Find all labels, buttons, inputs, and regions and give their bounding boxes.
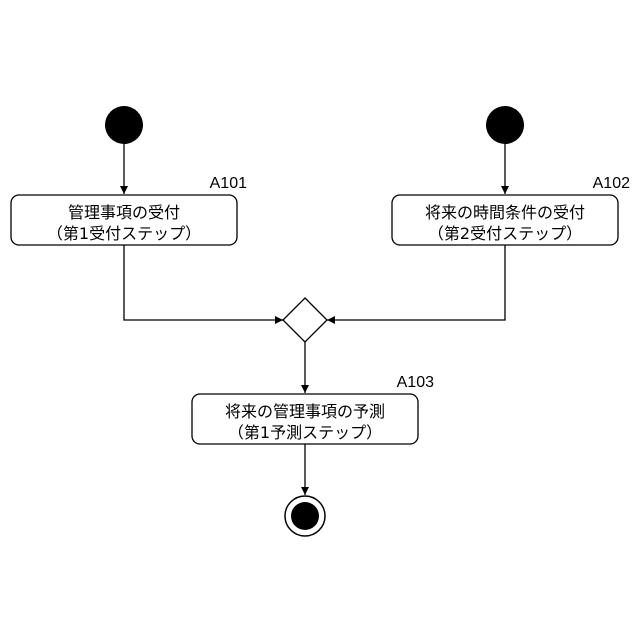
activity-a102: 将来の時間条件の受付 （第2受付ステップ） bbox=[392, 195, 618, 245]
activity-a103-ref: A103 bbox=[397, 374, 434, 391]
activity-a101: 管理事項の受付 （第1受付ステップ） bbox=[11, 195, 237, 245]
initial-node-right bbox=[486, 106, 524, 144]
activity-a103: 将来の管理事項の予測 （第1予測ステップ） bbox=[192, 394, 418, 444]
flow-a102-to-merge bbox=[327, 245, 505, 320]
initial-node-left bbox=[105, 106, 143, 144]
activity-a102-line2: （第2受付ステップ） bbox=[428, 224, 582, 243]
activity-a102-ref: A102 bbox=[593, 175, 630, 192]
flow-a101-to-merge bbox=[124, 245, 283, 320]
activity-a102-line1: 将来の時間条件の受付 bbox=[425, 203, 585, 222]
activity-a101-line2: （第1受付ステップ） bbox=[47, 224, 201, 243]
activity-a101-line1: 管理事項の受付 bbox=[68, 203, 180, 222]
merge-node bbox=[283, 298, 327, 342]
activity-a103-line1: 将来の管理事項の予測 bbox=[225, 402, 385, 421]
activity-a103-line2: （第1予測ステップ） bbox=[228, 423, 382, 442]
activity-a101-ref: A101 bbox=[210, 175, 247, 192]
final-node bbox=[285, 496, 325, 536]
